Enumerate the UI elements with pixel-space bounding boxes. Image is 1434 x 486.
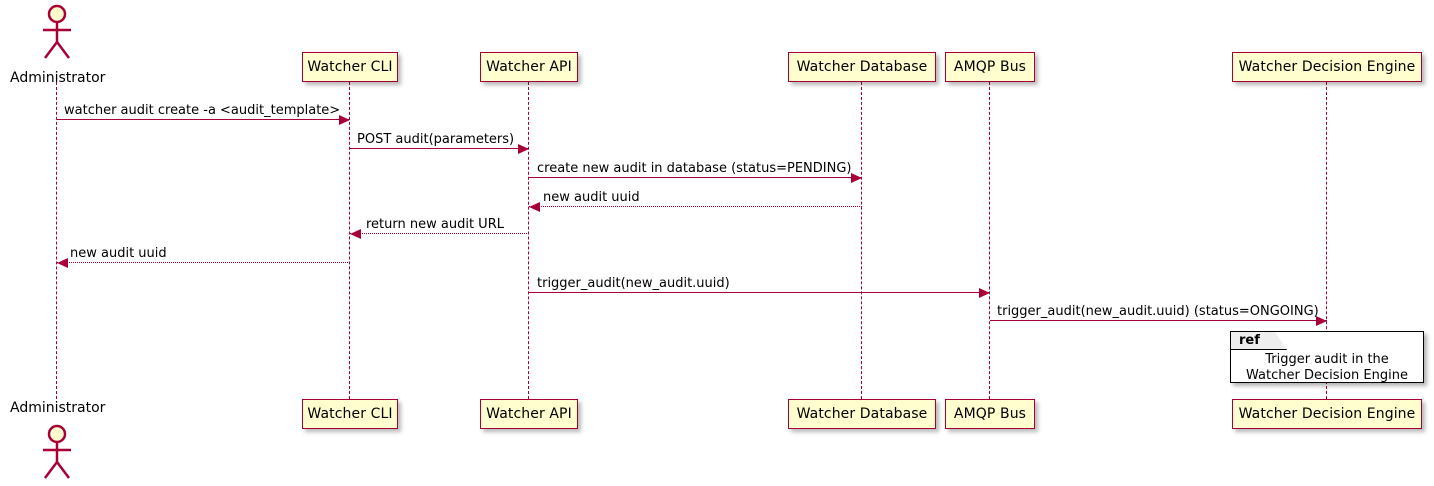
actor-administrator-bottom-figure <box>43 424 71 479</box>
participant-watcher-api-bottom: Watcher API <box>480 399 578 429</box>
message-new-audit-uuid-cli-arrowhead <box>57 257 68 268</box>
participant-label: Watcher Database <box>796 59 928 75</box>
message-new-audit-uuid-db-arrowhead <box>529 201 540 212</box>
participant-label: Watcher API <box>486 406 572 422</box>
participant-watcher-database-top: Watcher Database <box>788 52 936 82</box>
participant-watcher-api-top: Watcher API <box>480 52 578 82</box>
message-return-new-audit-url-line <box>350 233 529 234</box>
participant-watcher-decision-engine-top: Watcher Decision Engine <box>1232 52 1422 82</box>
message-post-audit-arrowhead <box>518 143 529 154</box>
participant-label: Watcher Database <box>796 406 928 422</box>
ref-fragment-line-2: Watcher Decision Engine <box>1246 368 1408 383</box>
actor-administrator-bottom-label: Administrator <box>10 400 106 416</box>
participant-amqp-bus-bottom: AMQP Bus <box>945 399 1035 429</box>
message-watcher-audit-create-arrowhead <box>339 114 350 125</box>
message-return-new-audit-url-label: return new audit URL <box>366 217 504 232</box>
participant-label: Watcher Decision Engine <box>1238 59 1416 75</box>
message-return-new-audit-url-arrowhead <box>350 228 361 239</box>
ref-fragment-line-1: Trigger audit in the <box>1265 352 1389 367</box>
lifeline-watcher-database <box>861 82 863 399</box>
participant-label: Watcher CLI <box>307 59 393 75</box>
message-trigger-audit-engine-arrowhead <box>1316 315 1327 326</box>
actor-administrator-top-figure <box>43 4 71 59</box>
lifeline-watcher-api <box>528 82 530 399</box>
participant-label: Watcher CLI <box>307 406 393 422</box>
lifeline-administrator <box>56 82 58 399</box>
message-trigger-audit-bus-arrowhead <box>979 287 990 298</box>
participant-watcher-decision-engine-bottom: Watcher Decision Engine <box>1232 399 1422 429</box>
participant-label: AMQP Bus <box>953 406 1027 422</box>
message-new-audit-uuid-cli-label: new audit uuid <box>70 246 167 261</box>
ref-fragment-tab-label: ref <box>1239 333 1260 348</box>
message-new-audit-uuid-cli-line <box>57 262 350 263</box>
participant-label: Watcher API <box>486 59 572 75</box>
message-create-new-audit-label: create new audit in database (status=PEN… <box>537 161 852 176</box>
participant-label: AMQP Bus <box>953 59 1027 75</box>
message-new-audit-uuid-db-line <box>529 206 862 207</box>
actor-administrator-top-label: Administrator <box>10 70 106 86</box>
participant-watcher-cli-bottom: Watcher CLI <box>302 399 398 429</box>
message-watcher-audit-create-label: watcher audit create -a <audit_template> <box>64 103 341 118</box>
participant-watcher-cli-top: Watcher CLI <box>302 52 398 82</box>
lifeline-watcher-decision-engine <box>1326 82 1328 399</box>
message-watcher-audit-create-line <box>57 119 350 120</box>
ref-fragment-body: Trigger audit in the Watcher Decision En… <box>1231 352 1423 384</box>
message-trigger-audit-engine-line <box>990 320 1327 321</box>
message-trigger-audit-bus-label: trigger_audit(new_audit.uuid) <box>537 276 730 291</box>
message-post-audit-line <box>350 148 529 149</box>
message-trigger-audit-bus-line <box>529 292 990 293</box>
message-new-audit-uuid-db-label: new audit uuid <box>543 190 640 205</box>
participant-amqp-bus-top: AMQP Bus <box>945 52 1035 82</box>
lifeline-amqp-bus <box>989 82 991 399</box>
message-trigger-audit-engine-label: trigger_audit(new_audit.uuid) (status=ON… <box>997 304 1319 319</box>
ref-fragment-trigger-audit: ref Trigger audit in the Watcher Decisio… <box>1230 331 1424 383</box>
message-create-new-audit-arrowhead <box>851 172 862 183</box>
participant-label: Watcher Decision Engine <box>1238 406 1416 422</box>
participant-watcher-database-bottom: Watcher Database <box>788 399 936 429</box>
lifeline-watcher-cli <box>349 82 351 399</box>
message-post-audit-label: POST audit(parameters) <box>357 132 515 147</box>
message-create-new-audit-line <box>529 177 862 178</box>
